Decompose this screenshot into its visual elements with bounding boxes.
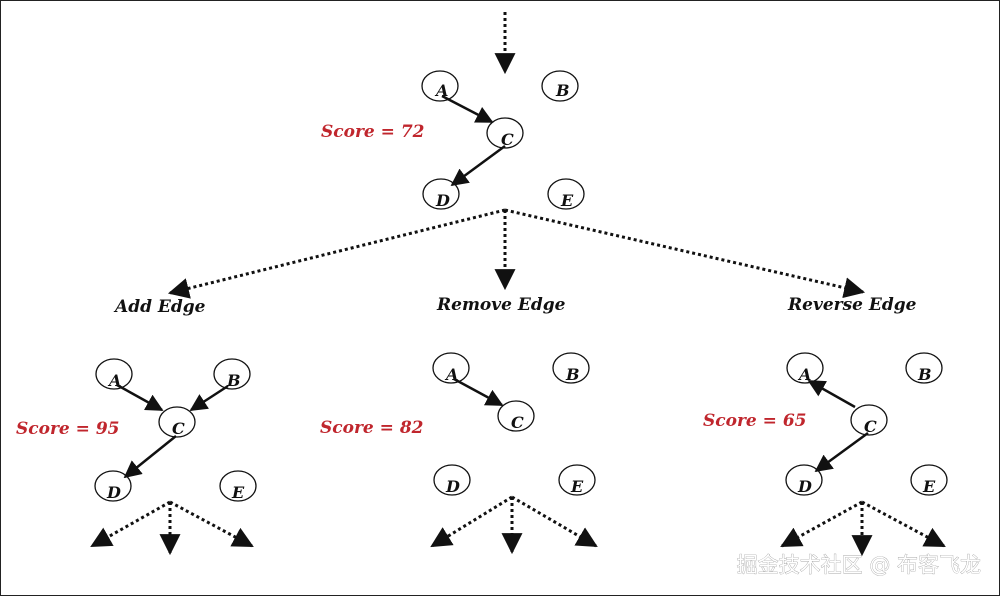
root-label-a: A bbox=[434, 81, 448, 100]
add-label-a: A bbox=[107, 371, 121, 390]
reverse-node-d bbox=[785, 464, 823, 496]
reverse-edge-graph: A B C D E Score = 65 bbox=[703, 352, 948, 557]
remove-score: Score = 82 bbox=[320, 418, 424, 438]
remove-label-b: B bbox=[565, 365, 580, 384]
remove-label-e: E bbox=[570, 477, 584, 496]
reverse-label-d: D bbox=[797, 477, 812, 496]
add-node-c bbox=[158, 406, 196, 438]
root-graph: A B C D E Score = 72 bbox=[321, 70, 585, 210]
reverse-child-arrow-left bbox=[780, 500, 863, 548]
remove-node-b bbox=[552, 352, 590, 384]
remove-child-arrow-left bbox=[430, 495, 513, 548]
root-node-b bbox=[541, 70, 579, 102]
root-label-b: B bbox=[555, 81, 570, 100]
remove-node-e bbox=[558, 464, 596, 496]
add-edge-a-c bbox=[116, 383, 164, 412]
reverse-edge-c-d bbox=[814, 431, 869, 473]
root-label-d: D bbox=[435, 191, 450, 210]
op-add-edge: Add Edge bbox=[113, 297, 206, 317]
root-node-d bbox=[422, 178, 460, 210]
remove-edge-a-c bbox=[453, 377, 504, 407]
watermark: 掘金技术社区 @ 布客飞龙 bbox=[737, 553, 981, 577]
branch-arrow-reverse bbox=[504, 208, 866, 299]
reverse-score: Score = 65 bbox=[703, 411, 806, 431]
root-label-e: E bbox=[560, 191, 574, 210]
op-remove-edge: Remove Edge bbox=[436, 295, 566, 315]
root-node-e bbox=[547, 178, 585, 210]
reverse-node-c bbox=[850, 404, 888, 436]
reverse-edge-c-a bbox=[807, 379, 856, 409]
add-node-e bbox=[219, 470, 257, 502]
reverse-node-e bbox=[910, 464, 948, 496]
root-node-c bbox=[486, 117, 524, 149]
add-node-d bbox=[94, 470, 132, 502]
add-child-arrow-left bbox=[90, 500, 171, 548]
reverse-child-arrow-right bbox=[861, 500, 946, 548]
remove-label-d: D bbox=[445, 477, 460, 496]
remove-node-a bbox=[432, 352, 470, 384]
remove-node-c bbox=[497, 400, 535, 432]
add-label-e: E bbox=[231, 483, 245, 502]
root-edge-a-c bbox=[441, 94, 494, 124]
reverse-label-e: E bbox=[922, 477, 936, 496]
remove-label-c: C bbox=[511, 413, 524, 432]
add-edge-graph: A B C D E Score = 95 bbox=[16, 358, 257, 556]
add-edge-c-d bbox=[123, 435, 177, 479]
root-node-a bbox=[421, 70, 459, 102]
branch-arrow-add bbox=[167, 208, 506, 299]
add-label-c: C bbox=[172, 419, 185, 438]
add-label-d: D bbox=[106, 483, 121, 502]
remove-node-d bbox=[433, 464, 471, 496]
add-score: Score = 95 bbox=[16, 419, 119, 439]
reverse-label-c: C bbox=[864, 417, 877, 436]
remove-label-a: A bbox=[444, 365, 458, 384]
add-node-a bbox=[95, 358, 133, 390]
reverse-label-b: B bbox=[917, 365, 932, 384]
remove-edge-graph: A B C D E Score = 82 bbox=[320, 352, 598, 555]
add-edge-b-c bbox=[189, 384, 229, 412]
add-child-arrow-right bbox=[169, 500, 254, 548]
remove-child-arrow-right bbox=[511, 495, 598, 548]
reverse-node-b bbox=[905, 352, 943, 384]
root-score: Score = 72 bbox=[321, 122, 425, 142]
add-label-b: B bbox=[226, 371, 241, 390]
reverse-label-a: A bbox=[797, 365, 811, 384]
root-label-c: C bbox=[501, 130, 514, 149]
op-reverse-edge: Reverse Edge bbox=[787, 295, 917, 315]
add-node-b bbox=[213, 358, 251, 390]
root-edge-c-d bbox=[450, 144, 506, 187]
reverse-node-a bbox=[786, 352, 824, 384]
